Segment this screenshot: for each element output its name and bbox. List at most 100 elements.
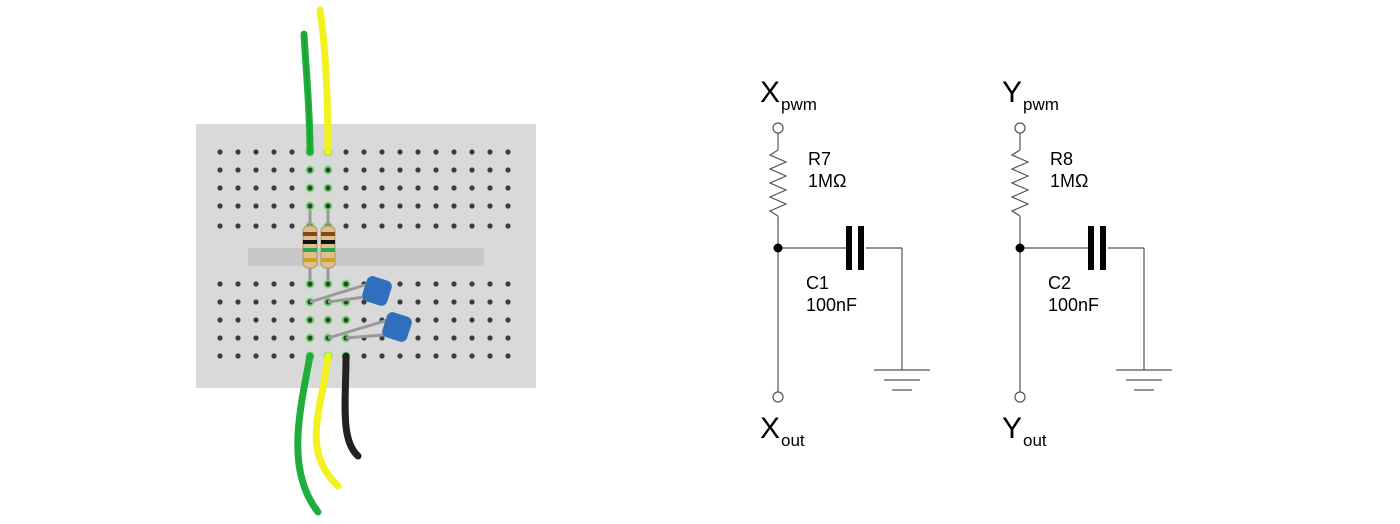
- breadboard-hole: [433, 353, 439, 359]
- breadboard-hole: [217, 299, 223, 305]
- breadboard-hole: [379, 335, 385, 341]
- breadboard-hole: [271, 223, 277, 229]
- breadboard-hole: [217, 185, 223, 191]
- c1-value: 100nF: [806, 295, 858, 315]
- breadboard-hole: [271, 149, 277, 155]
- breadboard-hole: [325, 167, 331, 173]
- breadboard-hole: [289, 317, 295, 323]
- breadboard-hole: [271, 353, 277, 359]
- breadboard-hole: [433, 299, 439, 305]
- breadboard-hole: [271, 317, 277, 323]
- breadboard-hole: [217, 281, 223, 287]
- breadboard-hole: [433, 281, 439, 287]
- breadboard-hole: [487, 299, 493, 305]
- breadboard-hole: [487, 149, 493, 155]
- breadboard-hole: [289, 281, 295, 287]
- breadboard-hole: [379, 223, 385, 229]
- r8-label: R8 1MΩ: [1050, 148, 1088, 192]
- breadboard-hole: [343, 185, 349, 191]
- breadboard-hole: [451, 203, 457, 209]
- breadboard-hole: [361, 317, 367, 323]
- breadboard-hole: [415, 299, 421, 305]
- breadboard-hole: [415, 167, 421, 173]
- breadboard-hole: [253, 299, 259, 305]
- breadboard-hole: [361, 149, 367, 155]
- breadboard-hole: [361, 353, 367, 359]
- breadboard-hole: [451, 185, 457, 191]
- breadboard-hole: [415, 223, 421, 229]
- breadboard-hole: [253, 335, 259, 341]
- breadboard-hole: [253, 167, 259, 173]
- capacitor-c2-symbol: [1088, 226, 1106, 270]
- resistor-r7: [302, 210, 318, 280]
- yellow-wire-top: [316, 6, 332, 156]
- breadboard-hole: [253, 203, 259, 209]
- breadboard-hole: [487, 335, 493, 341]
- breadboard-hole: [379, 185, 385, 191]
- r7-label: R7 1MΩ: [808, 148, 846, 192]
- breadboard-hole: [343, 281, 349, 287]
- breadboard-hole: [487, 223, 493, 229]
- breadboard-hole: [343, 167, 349, 173]
- breadboard-hole: [397, 185, 403, 191]
- breadboard-hole: [361, 167, 367, 173]
- breadboard-hole: [271, 299, 277, 305]
- breadboard-hole: [235, 149, 241, 155]
- resistor-r8-symbol: [1010, 149, 1030, 217]
- breadboard-hole: [325, 281, 331, 287]
- breadboard-hole: [235, 167, 241, 173]
- breadboard-hole: [289, 335, 295, 341]
- breadboard-hole: [433, 149, 439, 155]
- breadboard-hole: [325, 185, 331, 191]
- breadboard-hole: [379, 203, 385, 209]
- breadboard-hole: [505, 353, 511, 359]
- resistor-r7-symbol: [768, 149, 788, 217]
- breadboard-hole: [451, 335, 457, 341]
- breadboard-hole: [343, 223, 349, 229]
- breadboard-hole: [487, 353, 493, 359]
- breadboard-hole: [469, 149, 475, 155]
- y-channel-circuit: [1010, 122, 1172, 403]
- c2-name: C2: [1048, 273, 1072, 293]
- breadboard-hole: [451, 317, 457, 323]
- breadboard-hole: [415, 281, 421, 287]
- breadboard-hole: [325, 203, 331, 209]
- breadboard-hole: [217, 335, 223, 341]
- breadboard-hole: [505, 203, 511, 209]
- breadboard-hole: [361, 203, 367, 209]
- breadboard-hole: [361, 223, 367, 229]
- breadboard-hole: [397, 167, 403, 173]
- breadboard-hole: [253, 353, 259, 359]
- breadboard-hole: [451, 281, 457, 287]
- breadboard-hole: [397, 281, 403, 287]
- capacitor-c1-symbol: [846, 226, 864, 270]
- breadboard-hole: [415, 185, 421, 191]
- breadboard-hole: [379, 149, 385, 155]
- breadboard-hole: [271, 203, 277, 209]
- breadboard-hole: [415, 353, 421, 359]
- green-wire-bottom: [294, 352, 322, 516]
- black-wire-bottom: [341, 352, 362, 460]
- breadboard-hole: [433, 185, 439, 191]
- y-output-label: Yout: [1002, 412, 1047, 450]
- breadboard-hole: [415, 149, 421, 155]
- breadboard-hole: [271, 185, 277, 191]
- breadboard-hole: [433, 223, 439, 229]
- breadboard-hole: [235, 317, 241, 323]
- r8-value: 1MΩ: [1050, 171, 1089, 191]
- breadboard-hole: [307, 167, 313, 173]
- breadboard-hole: [451, 167, 457, 173]
- breadboard-hole: [505, 149, 511, 155]
- breadboard-hole: [469, 185, 475, 191]
- breadboard-hole: [397, 299, 403, 305]
- breadboard-hole: [235, 281, 241, 287]
- breadboard-hole: [289, 223, 295, 229]
- breadboard-hole: [217, 167, 223, 173]
- breadboard-hole: [487, 317, 493, 323]
- breadboard-hole: [469, 223, 475, 229]
- breadboard-hole: [235, 203, 241, 209]
- breadboard-hole: [433, 167, 439, 173]
- breadboard-hole: [415, 203, 421, 209]
